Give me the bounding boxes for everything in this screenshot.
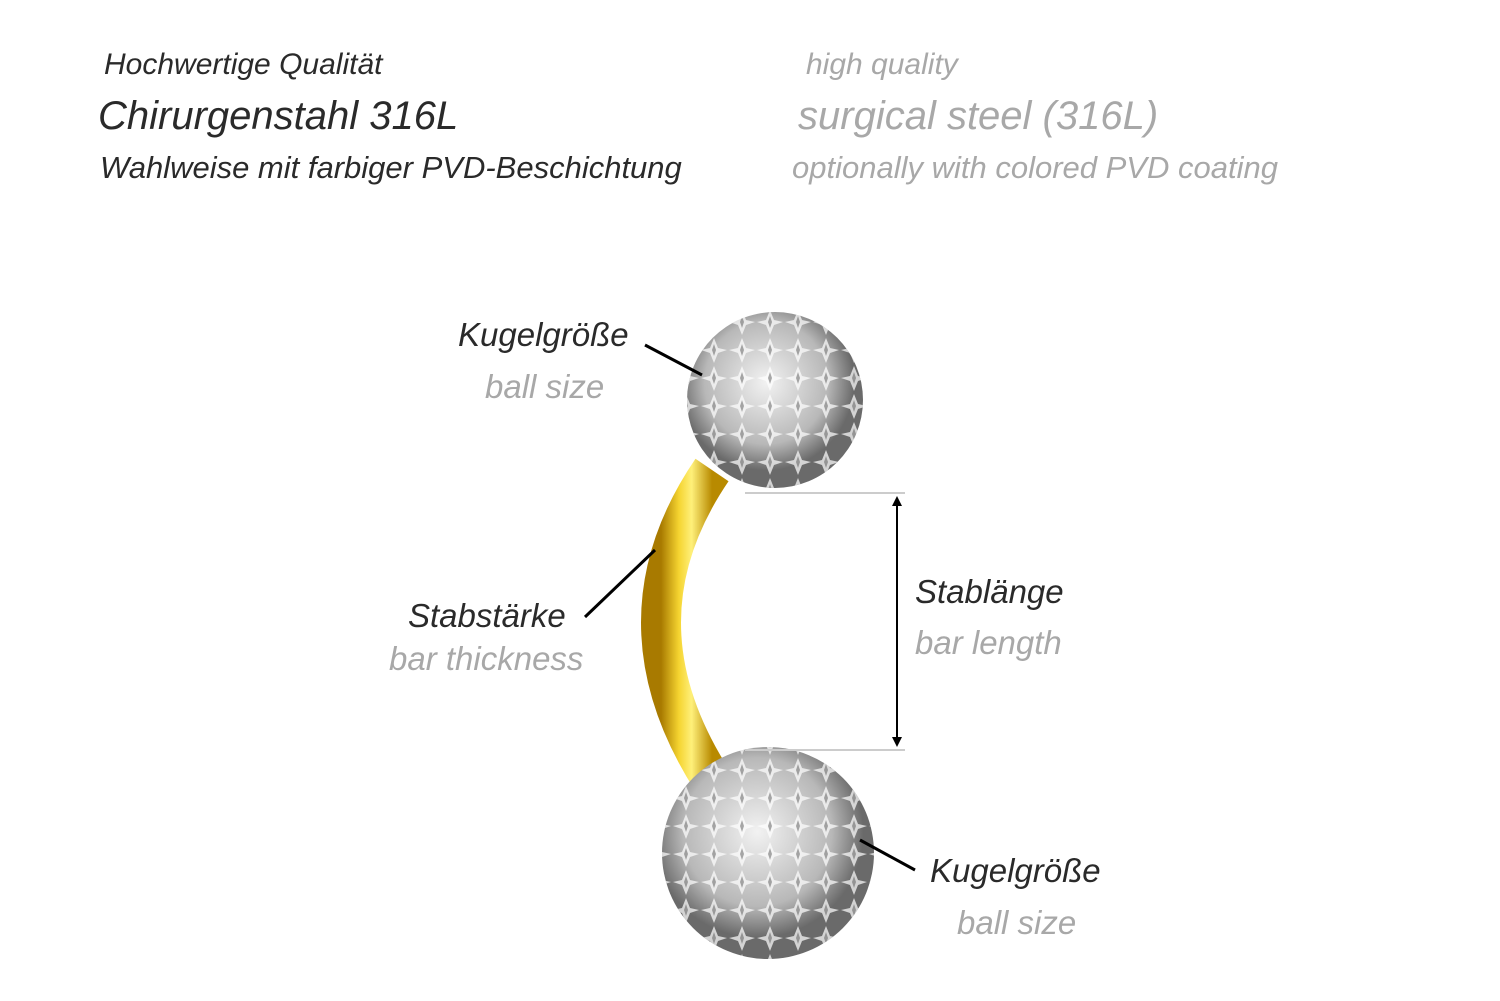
header-coating-en: optionally with colored PVD coating xyxy=(792,150,1278,185)
thickness-label-de: Stabstärke xyxy=(408,597,566,634)
length-label-de: Stablänge xyxy=(915,573,1064,610)
header-coating-de: Wahlweise mit farbiger PVD-Beschichtung xyxy=(100,150,682,185)
ball-bottom-label-en: ball size xyxy=(957,904,1077,941)
thickness-label-en: bar thickness xyxy=(389,640,584,677)
header-quality-de: Hochwertige Qualität xyxy=(104,48,383,81)
header-material-en: surgical steel (316L) xyxy=(798,94,1159,138)
header-quality-en: high quality xyxy=(806,48,958,81)
ball-top-label-de: Kugelgröße xyxy=(458,316,629,353)
length-label-en: bar length xyxy=(915,624,1062,661)
ball-bottom xyxy=(662,747,874,959)
header-material-de: Chirurgenstahl 316L xyxy=(98,94,459,138)
ball-top-label-en: ball size xyxy=(485,368,605,405)
curved-bar xyxy=(641,458,729,791)
ball-top xyxy=(687,312,863,488)
ball-bottom-label-de: Kugelgröße xyxy=(930,852,1101,889)
